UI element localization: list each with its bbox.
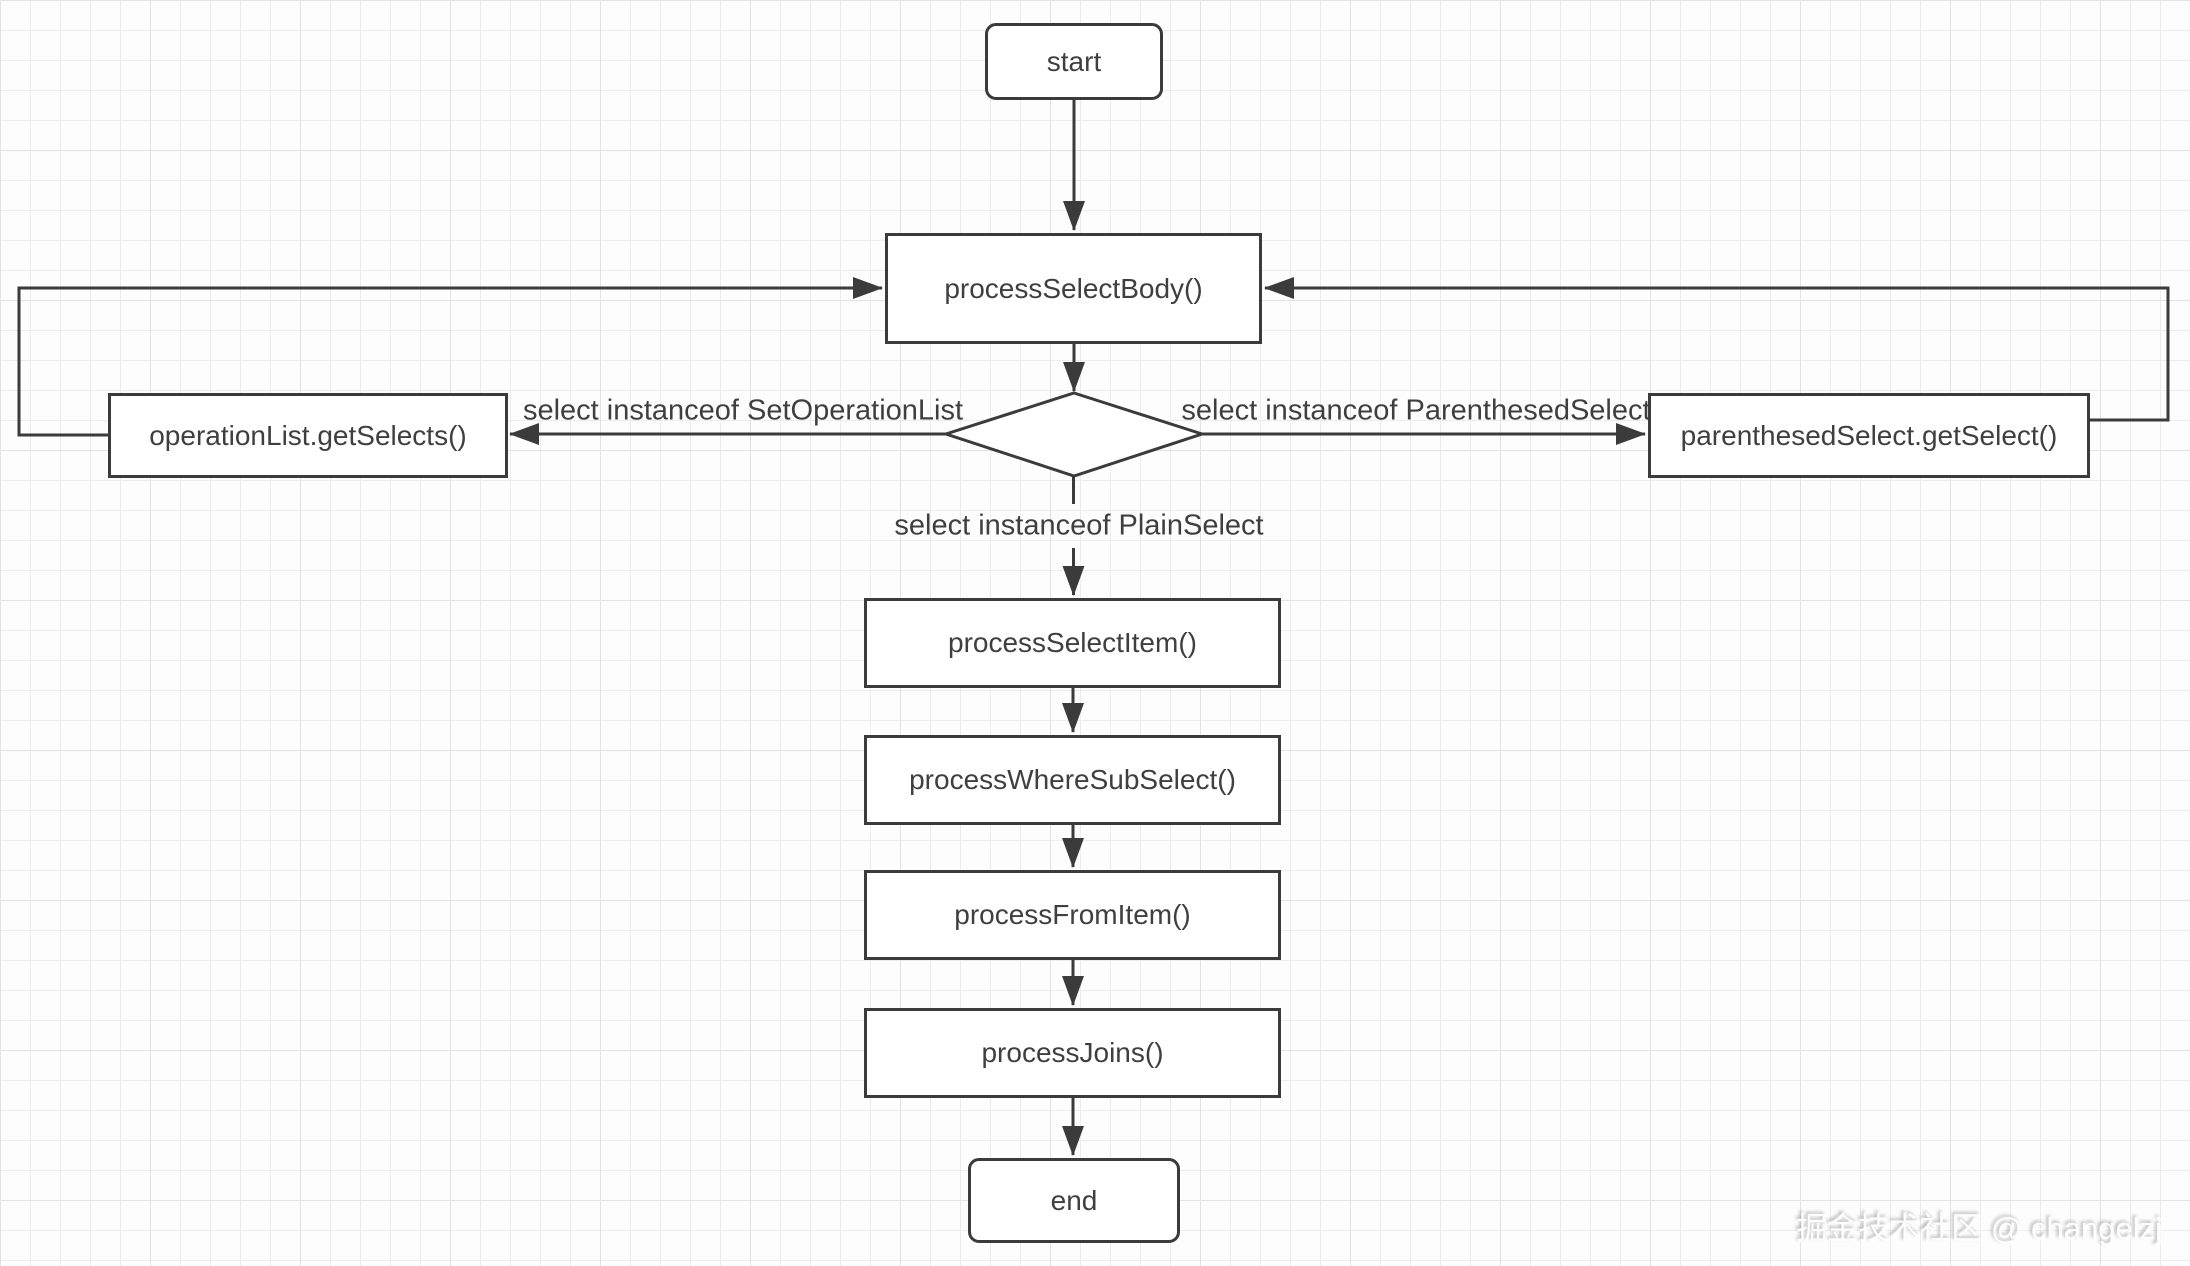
edge-operationlist-loop-to-processselectbody <box>17 277 883 437</box>
node-start: start <box>985 23 1163 100</box>
node-parenthesed-select-get-select: parenthesedSelect.getSelect() <box>1648 393 2090 478</box>
node-process-select-item: processSelectItem() <box>864 598 1281 688</box>
node-end: end <box>968 1158 1180 1243</box>
node-process-select-body: processSelectBody() <box>885 233 1262 344</box>
edge-parenthesedselect-loop-to-processselectbody <box>1264 277 2170 422</box>
edge-label-plain-select: select instanceof PlainSelect <box>894 509 1264 542</box>
node-operation-list-get-selects: operationList.getSelects() <box>108 393 508 478</box>
edge-label-parenthesed-select: select instanceof ParenthesedSelect <box>1181 394 1651 427</box>
decision-diamond <box>941 391 1207 478</box>
node-process-from-item: processFromItem() <box>864 870 1281 960</box>
watermark-text: 掘金技术社区 @ changelzj <box>1796 1211 2162 1246</box>
edge-label-set-operation-list: select instanceof SetOperationList <box>522 394 964 427</box>
node-process-where-sub-select: processWhereSubSelect() <box>864 735 1281 825</box>
node-process-joins: processJoins() <box>864 1008 1281 1098</box>
